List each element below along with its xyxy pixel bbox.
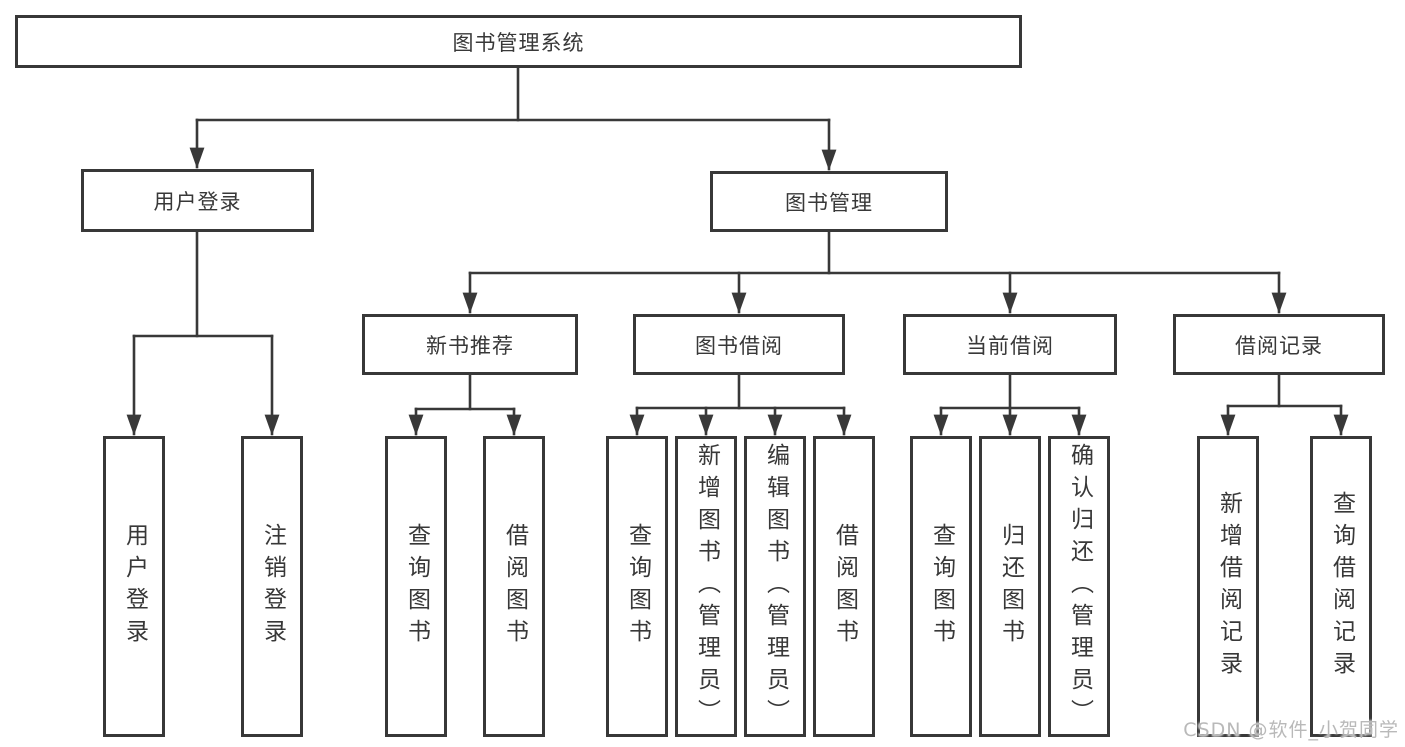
- node-label: 编辑图书（管理员）: [762, 442, 789, 731]
- connector-user-login-branch: [126, 230, 280, 436]
- node-borrowing-records: 借阅记录: [1173, 314, 1385, 375]
- node-label: 查询图书: [624, 522, 651, 651]
- leaf-logout: 注销登录: [241, 436, 303, 737]
- node-label: 借阅图书: [831, 522, 858, 651]
- node-current-borrowing: 当前借阅: [903, 314, 1117, 375]
- leaf-query-borrow-record: 查询借阅记录: [1310, 436, 1372, 737]
- node-label: 注销登录: [259, 522, 286, 651]
- node-label: 当前借阅: [966, 333, 1054, 358]
- connector-borrowing-records-branch: [1220, 373, 1349, 436]
- node-label: 查询图书: [928, 522, 955, 651]
- leaf-confirm-return-admin: 确认归还（管理员）: [1048, 436, 1110, 737]
- node-book-management: 图书管理: [710, 171, 948, 232]
- node-label: 新书推荐: [426, 333, 514, 358]
- node-label: 归还图书: [997, 522, 1024, 651]
- connector-current-borrowing-branch: [933, 373, 1087, 436]
- node-label: 图书借阅: [695, 333, 783, 358]
- leaf-add-borrow-record: 新增借阅记录: [1197, 436, 1259, 737]
- node-label: 图书管理: [785, 190, 873, 215]
- leaf-edit-book-admin: 编辑图书（管理员）: [744, 436, 806, 737]
- node-label: 查询借阅记录: [1328, 490, 1355, 683]
- connector-root-branch: [189, 66, 837, 171]
- connector-book-borrowing-branch: [629, 373, 852, 436]
- node-root: 图书管理系统: [15, 15, 1022, 68]
- node-user-login: 用户登录: [81, 169, 314, 232]
- node-label: 新增图书（管理员）: [693, 442, 720, 731]
- node-label: 借阅图书: [501, 522, 528, 651]
- leaf-add-book-admin: 新增图书（管理员）: [675, 436, 737, 737]
- leaf-user-login: 用户登录: [103, 436, 165, 737]
- leaf-borrow-books-borrowing: 借阅图书: [813, 436, 875, 737]
- node-label: 用户登录: [153, 189, 242, 214]
- node-new-book-recommendation: 新书推荐: [362, 314, 578, 375]
- node-label: 新增借阅记录: [1215, 490, 1242, 683]
- node-label: 确认归还（管理员）: [1066, 442, 1093, 731]
- csdn-watermark: CSDN @软件_小贺同学: [1183, 719, 1399, 741]
- leaf-query-books-current: 查询图书: [910, 436, 972, 737]
- connector-book-management-branch: [462, 230, 1287, 314]
- leaf-query-books-borrowing: 查询图书: [606, 436, 668, 737]
- node-book-borrowing: 图书借阅: [633, 314, 845, 375]
- node-label: 查询图书: [403, 522, 430, 651]
- connector-new-book-recommendation-branch: [408, 373, 522, 436]
- leaf-borrow-books-recommend: 借阅图书: [483, 436, 545, 737]
- node-label: 用户登录: [121, 522, 148, 651]
- node-label: 借阅记录: [1235, 333, 1323, 358]
- leaf-return-books: 归还图书: [979, 436, 1041, 737]
- leaf-query-books-recommend: 查询图书: [385, 436, 447, 737]
- node-label: 图书管理系统: [452, 30, 585, 55]
